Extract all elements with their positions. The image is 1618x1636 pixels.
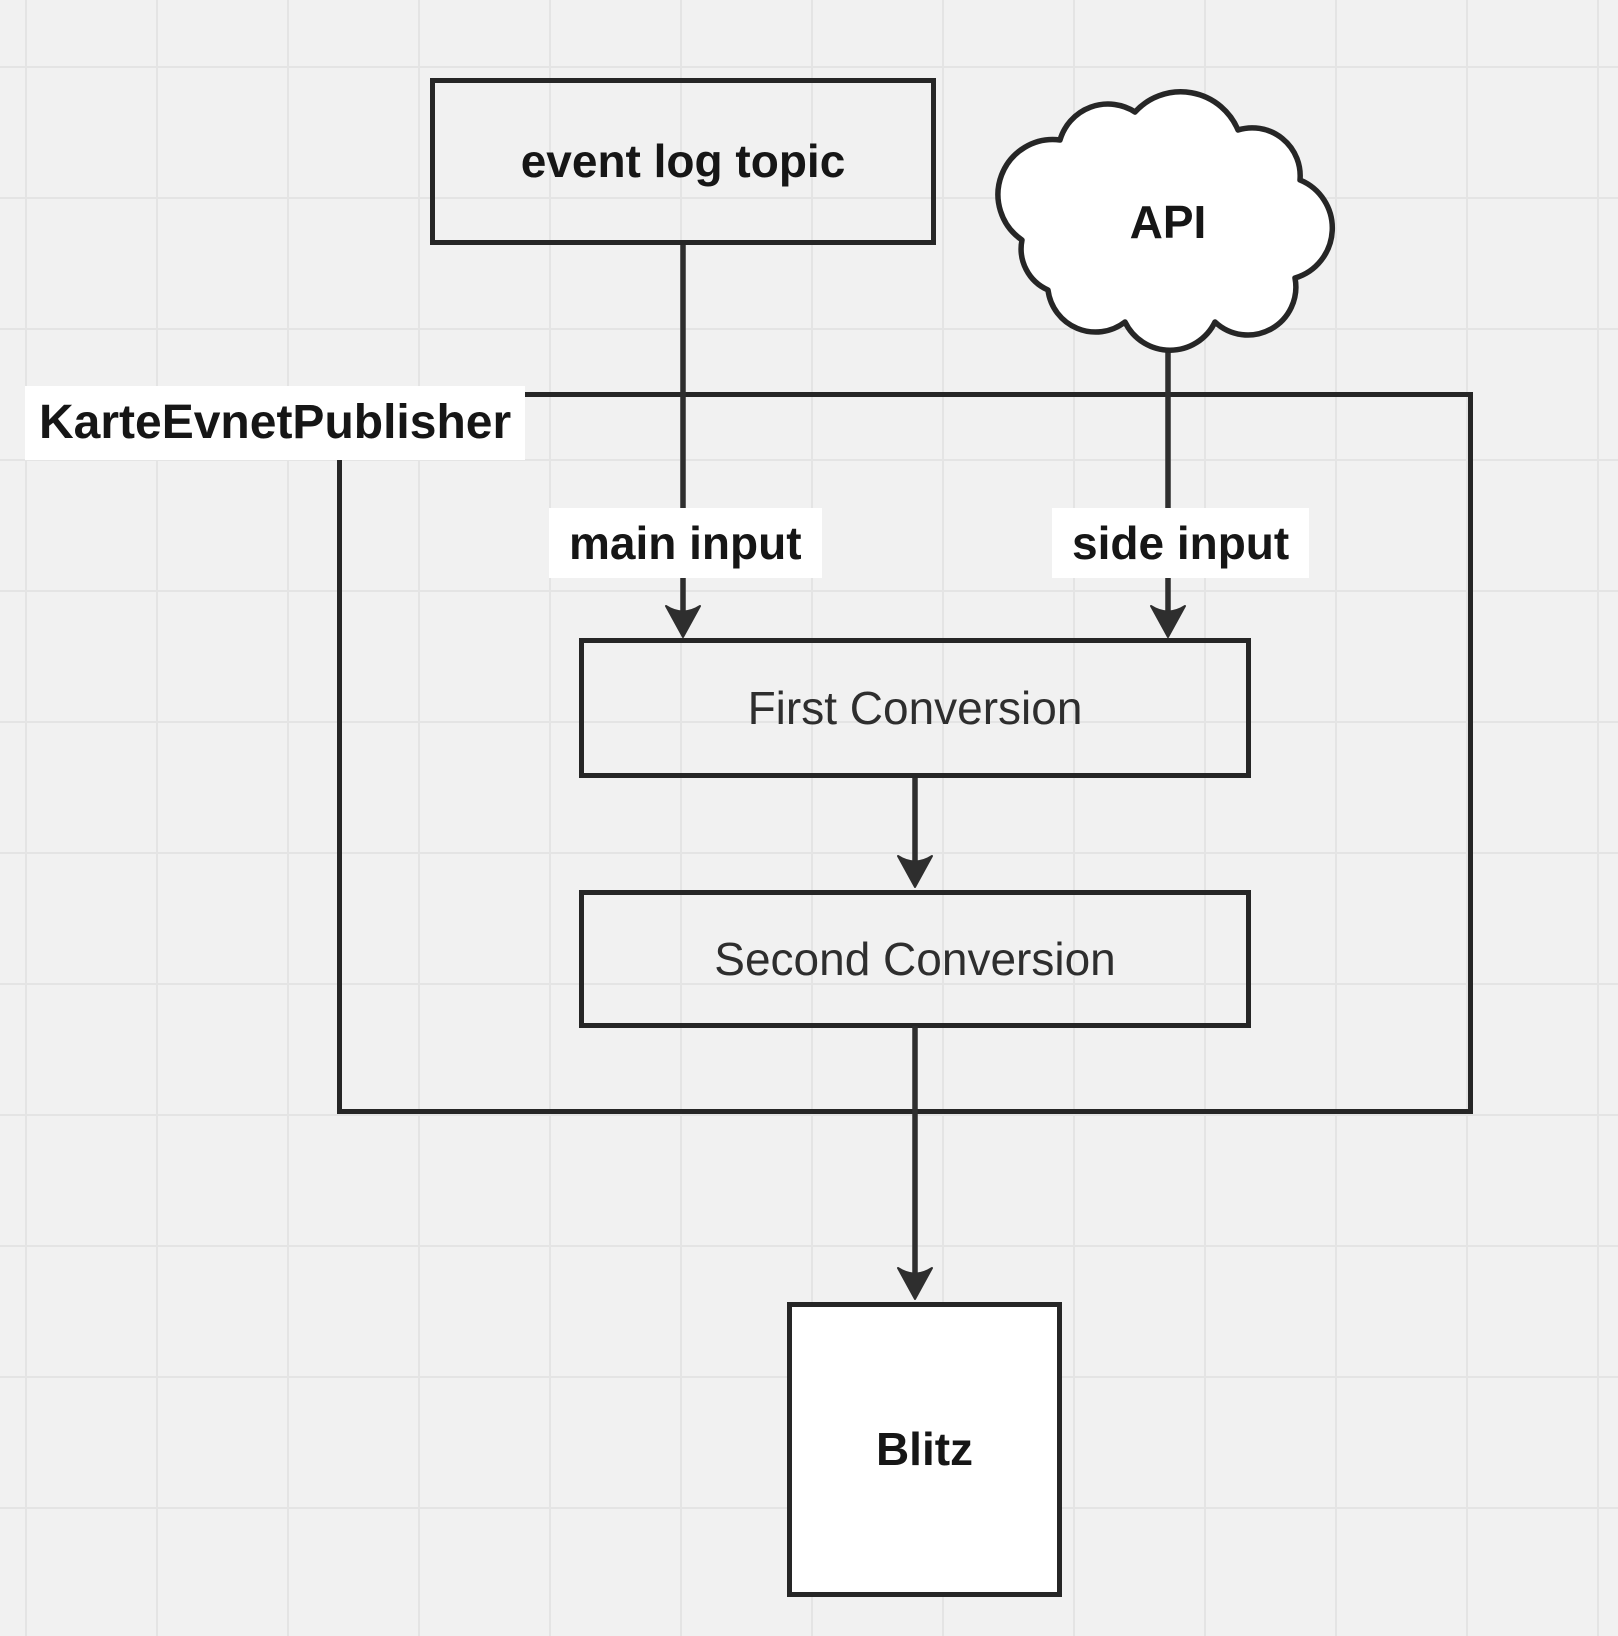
first-conversion-label: First Conversion <box>747 681 1083 734</box>
karte-event-publisher-label: KarteEvnetPublisher <box>25 386 526 460</box>
first-conversion-node: First Conversion <box>579 638 1251 778</box>
karte-event-publisher-container <box>337 392 1473 1114</box>
event-log-topic-node: event log topic <box>430 78 936 245</box>
second-conversion-label: Second Conversion <box>714 932 1116 985</box>
blitz-label: Blitz <box>875 1423 974 1476</box>
edge-label-side-input: side input <box>1052 508 1310 578</box>
edge-label-main-input: main input <box>549 508 822 578</box>
api-node-label: API <box>1129 196 1207 248</box>
event-log-topic-label: event log topic <box>520 135 846 188</box>
edge-second-to-blitz-arrowhead-icon <box>897 1267 933 1300</box>
second-conversion-node: Second Conversion <box>579 890 1251 1028</box>
blitz-node: Blitz <box>787 1302 1062 1597</box>
